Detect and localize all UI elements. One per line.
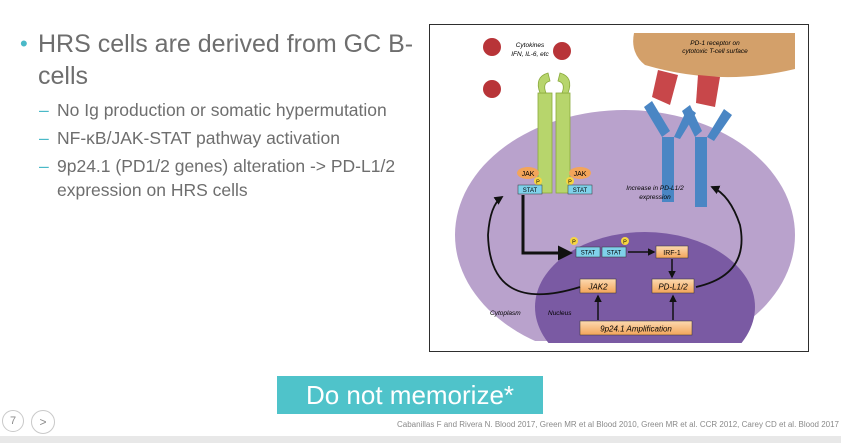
main-bullet: • HRS cells are derived from GC B-cells bbox=[20, 28, 420, 92]
stat-label: STAT bbox=[523, 188, 538, 194]
stat-label: STAT bbox=[581, 251, 596, 257]
sub-bullet-text: NF-κB/JAK-STAT pathway activation bbox=[57, 128, 341, 148]
pathway-figure: JAK P STAT JAK P STAT P P STAT STAT IRF-… bbox=[429, 24, 809, 352]
p-label: P bbox=[536, 180, 540, 186]
sub-bullet-text: No Ig production or somatic hypermutatio… bbox=[57, 100, 387, 120]
next-slide-button[interactable]: > bbox=[31, 410, 55, 434]
dash-icon: – bbox=[39, 128, 49, 148]
pd1-label: PD-1 receptor on bbox=[690, 40, 740, 47]
pdl12-label: PD-L1/2 bbox=[658, 283, 688, 292]
pathway-diagram: JAK P STAT JAK P STAT P P STAT STAT IRF-… bbox=[430, 33, 808, 351]
jak2-label: JAK2 bbox=[587, 283, 608, 292]
pdl12-box bbox=[651, 278, 695, 294]
irf1-box bbox=[655, 245, 689, 259]
sub-bullet-2: – NF-κB/JAK-STAT pathway activation bbox=[20, 126, 402, 150]
jak-label: JAK bbox=[522, 171, 535, 178]
p-label: P bbox=[568, 180, 572, 186]
jak-right bbox=[569, 167, 591, 179]
sub-bullet-text: 9p24.1 (PD1/2 genes) alteration -> PD-L1… bbox=[57, 156, 396, 200]
pd1-receptor bbox=[696, 75, 720, 107]
amplification-box bbox=[579, 320, 693, 336]
cytokine-ball bbox=[553, 42, 571, 60]
p-label: P bbox=[623, 240, 627, 246]
increase-label: Increase in PD-L1/2 bbox=[626, 185, 684, 192]
dash-icon: – bbox=[39, 100, 49, 120]
cytokine-ball bbox=[483, 38, 501, 56]
cytokines-sub-label: IFN, IL-6, etc bbox=[511, 51, 549, 58]
citation-text: Cabanillas F and Rivera N. Blood 2017, G… bbox=[397, 420, 840, 429]
nucleus-label: Nucleus bbox=[548, 310, 572, 317]
cytokines-label: Cytokines bbox=[516, 42, 545, 49]
pd1-sub-label: cytotoxic T-cell surface bbox=[682, 48, 748, 55]
bullet-dot: • bbox=[20, 31, 28, 56]
stat-label: STAT bbox=[607, 251, 622, 257]
feedback-arrow-left bbox=[487, 196, 581, 296]
cytokine-ball bbox=[483, 80, 501, 98]
p-label: P bbox=[572, 240, 576, 246]
main-bullet-text: HRS cells are derived from GC B-cells bbox=[38, 30, 414, 90]
feedback-arrow-right bbox=[695, 185, 743, 288]
cytokine-receptor bbox=[537, 72, 571, 194]
sub-bullet-3: – 9p24.1 (PD1/2 genes) alteration -> PD-… bbox=[20, 154, 402, 202]
sub-bullet-1: – No Ig production or somatic hypermutat… bbox=[20, 98, 402, 122]
irf1-label: IRF-1 bbox=[663, 250, 681, 257]
increase-sub-label: expression bbox=[639, 194, 671, 201]
do-not-memorize-banner: Do not memorize* bbox=[277, 376, 543, 414]
jak-label: JAK bbox=[574, 171, 587, 178]
amplification-label: 9p24.1 Amplification bbox=[600, 325, 672, 334]
stat-label: STAT bbox=[573, 188, 588, 194]
bottom-bar bbox=[0, 436, 841, 443]
dash-icon: – bbox=[39, 156, 49, 176]
bullet-list: • HRS cells are derived from GC B-cells … bbox=[20, 28, 420, 206]
t-cell-surface bbox=[633, 33, 795, 78]
cytoplasm-label: Cytoplasm bbox=[490, 310, 521, 317]
jak-left bbox=[517, 167, 539, 179]
pd1-receptor bbox=[652, 70, 678, 105]
page-number: 7 bbox=[2, 410, 24, 432]
jak2-box bbox=[579, 278, 617, 294]
pd-l1-protein bbox=[644, 101, 732, 207]
signal-arrow bbox=[521, 195, 573, 261]
